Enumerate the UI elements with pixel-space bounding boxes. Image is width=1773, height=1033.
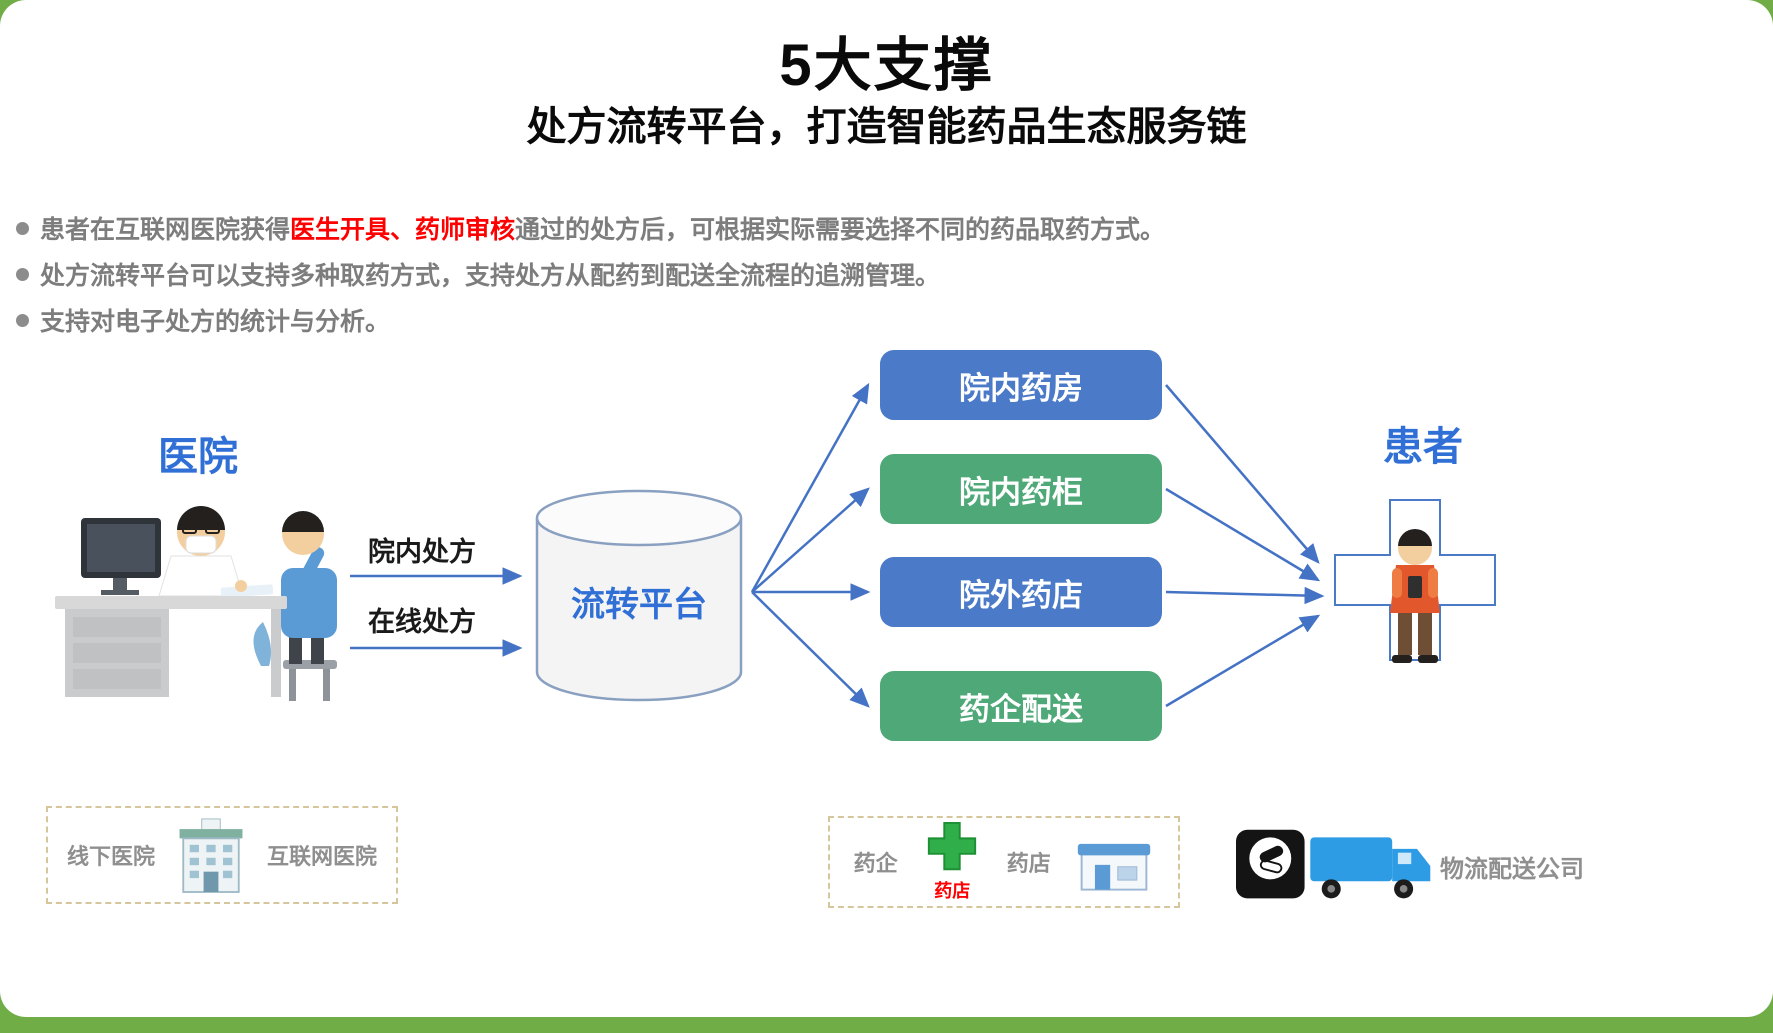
bullet-item-2: 处方流转平台可以支持多种取药方式，支持处方从配药到配送全流程的追溯管理。: [16, 260, 1636, 294]
bullet-item-1: 患者在互联网医院获得医生开具、药师审核通过的处方后，可根据实际需要选择不同的药品…: [16, 214, 1636, 248]
online-prescription-label: 在线处方: [368, 607, 476, 637]
pharmacy-label: 药店: [1006, 851, 1051, 876]
logistics-label: 物流配送公司: [1440, 855, 1584, 883]
store-icon: [1078, 843, 1151, 891]
platform-database-icon: 流转平台: [535, 489, 743, 702]
channel-box-outside-drugstore: 院外药店: [880, 557, 1162, 627]
channel-box-pharma-delivery: 药企配送: [880, 671, 1162, 741]
offline-hospital-label: 线下医院: [66, 844, 155, 869]
pharmacy-cross-text: 药店: [934, 881, 971, 901]
bullet-dot-icon: [16, 313, 29, 327]
legend-hospital-group: 线下医院 互联网医院: [46, 806, 398, 904]
bullet-1-post: 通过的处方后，可根据实际需要选择不同的药品取药方式。: [515, 216, 1166, 244]
channel-label: 院内药房: [959, 370, 1083, 406]
page-title: 5大支撑: [779, 33, 994, 98]
doctor-patient-illustration: [55, 506, 337, 701]
legend-logistics-group: 物流配送公司: [1236, 824, 1584, 908]
bullet-1-highlight: 医生开具、药师审核: [290, 216, 516, 244]
patient-label: 患者: [1383, 425, 1463, 469]
bullet-text-1: 患者在互联网医院获得医生开具、药师审核通过的处方后，可根据实际需要选择不同的药品…: [40, 214, 1165, 248]
pharmacy-cross-icon: [928, 821, 977, 871]
bullet-text-2: 处方流转平台可以支持多种取药方式，支持处方从配药到配送全流程的追溯管理。: [40, 261, 941, 290]
platform-label: 流转平台: [571, 586, 707, 624]
patient-illustration: [1334, 499, 1496, 663]
channel-label: 院内药柜: [959, 474, 1083, 510]
channel-label: 院外药店: [959, 577, 1083, 613]
delivery-truck-icon: [1236, 829, 1431, 899]
bullet-dot-icon: [16, 267, 29, 281]
pharmacy-cross-block: 药店: [921, 821, 983, 903]
hospital-building-icon: [179, 818, 243, 893]
channel-box-inhospital-cabinet: 院内药柜: [880, 454, 1162, 524]
bullet-list: 患者在互联网医院获得医生开具、药师审核通过的处方后，可根据实际需要选择不同的药品…: [16, 214, 1636, 351]
legend-pharmacy-group: 药企 药店 药店: [828, 816, 1180, 908]
channel-label: 药企配送: [959, 691, 1083, 727]
bullet-1-pre: 患者在互联网医院获得: [40, 216, 291, 244]
channel-box-inhospital-pharmacy: 院内药房: [880, 350, 1162, 420]
internet-hospital-label: 互联网医院: [266, 844, 377, 869]
page-subtitle: 处方流转平台，打造智能药品生态服务链: [526, 105, 1247, 149]
hospital-label: 医院: [158, 435, 238, 479]
bullet-dot-icon: [16, 222, 29, 235]
bullet-text-3: 支持对电子处方的统计与分析。: [40, 307, 391, 336]
inside-prescription-label: 院内处方: [368, 537, 476, 567]
pharma-company-label: 药企: [853, 851, 898, 876]
bullet-item-3: 支持对电子处方的统计与分析。: [16, 306, 1636, 340]
